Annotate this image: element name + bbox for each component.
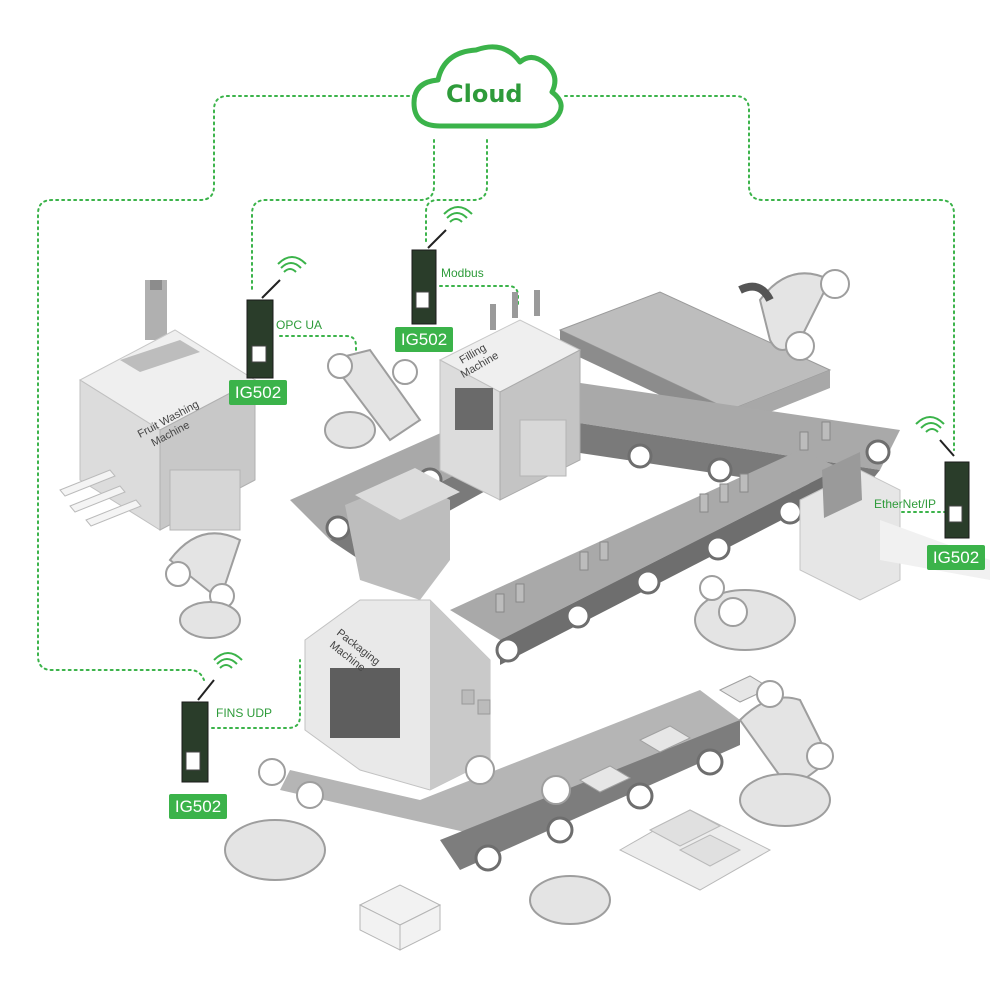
wifi-icon [915,416,945,433]
gateway-device-opcua [246,279,281,379]
gateway-device-fins [181,679,215,783]
packaging-machine: Packaging Machine [304,468,491,791]
pallet [618,809,772,891]
wifi-icon [443,206,473,223]
cloud-icon [411,44,564,129]
gateway-device-ethernetip [939,439,970,539]
link-fins-packager [211,659,301,729]
wifi-icon [277,256,307,273]
link-cloud-fins [37,95,416,681]
link-opcua-robot [279,335,357,353]
gateway-device-modbus [411,229,447,325]
link-cloud-modbus [425,139,488,245]
gateway-badge-modbus: IG502 [395,327,453,352]
filling-machine: Filling Machine [438,290,582,501]
fruit-washing-machine: Fruit Washing Machine [59,280,257,531]
protocol-label-ethernetip: EtherNet/IP [874,497,937,511]
gateway-badge-fins: IG502 [169,794,227,819]
link-cloud-ethernetip [564,95,955,451]
link-modbus-filler [439,285,519,307]
cloud-label: Cloud [446,80,523,108]
protocol-label-fins: FINS UDP [216,706,273,720]
gateway-badge-opcua: IG502 [229,380,287,405]
protocol-label-modbus: Modbus [441,266,484,280]
robot-arms [165,269,850,925]
gateway-badge-ethernetip: IG502 [927,545,985,570]
protocol-label-opcua: OPC UA [276,318,323,332]
link-cloud-opcua [251,139,435,291]
conveyor-bottom [280,675,772,872]
wifi-icon [213,652,243,669]
conveyor-lower-main [450,421,840,665]
open-boxes [358,884,442,951]
